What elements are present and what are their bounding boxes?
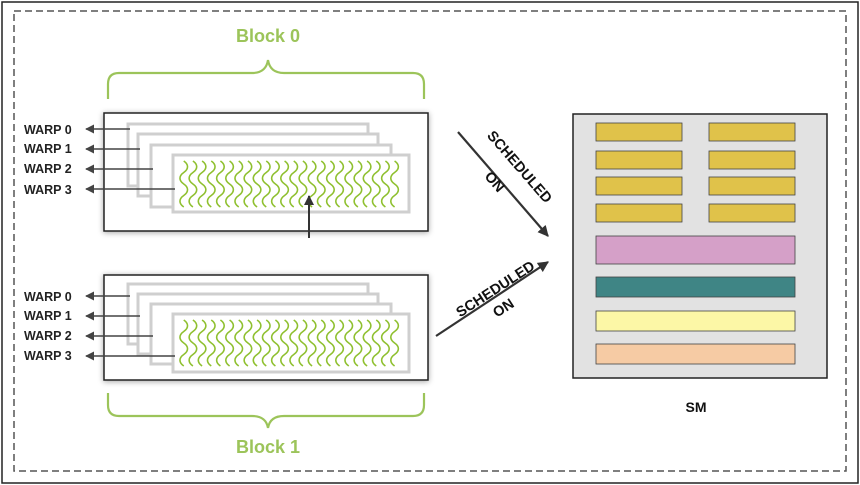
core-unit xyxy=(595,122,683,142)
warp-label: WARP 3 xyxy=(24,183,72,197)
block-1-label: Block 1 xyxy=(236,437,300,457)
thread-wave xyxy=(261,160,271,208)
scheduled-arrow-top: SCHEDULED ON xyxy=(457,128,555,237)
thread-wave xyxy=(298,160,308,208)
thread-wave xyxy=(344,160,354,208)
block-0-label: Block 0 xyxy=(236,26,300,46)
thread-wave xyxy=(225,160,235,208)
core-unit xyxy=(595,176,683,196)
thread-wave xyxy=(353,160,363,208)
warp-label: WARP 3 xyxy=(24,349,72,363)
sm-unit xyxy=(572,113,828,379)
warp-label: WARP 2 xyxy=(24,329,72,343)
thread-wave xyxy=(197,319,207,367)
thread-wave xyxy=(390,319,400,367)
core-unit xyxy=(595,150,683,170)
thread-wave xyxy=(179,160,189,208)
thread-wave xyxy=(179,319,189,367)
thread-wave xyxy=(390,160,400,208)
thread-wave xyxy=(362,160,372,208)
peach-unit xyxy=(595,343,796,365)
thread-wave xyxy=(335,319,345,367)
thread-wave xyxy=(371,319,381,367)
warp-label: WARP 1 xyxy=(24,309,72,323)
thread-wave xyxy=(380,160,390,208)
thread-wave xyxy=(316,319,326,367)
warp-label: WARP 1 xyxy=(24,142,72,156)
thread-wave xyxy=(325,160,335,208)
sm-label: SM xyxy=(686,399,707,415)
core-unit xyxy=(708,122,796,142)
thread-wave xyxy=(280,319,290,367)
core-unit xyxy=(595,203,683,223)
thread-wave xyxy=(280,160,290,208)
thread-wave xyxy=(289,319,299,367)
thread-wave xyxy=(243,319,253,367)
thread-wave xyxy=(234,319,244,367)
thread-wave xyxy=(252,160,262,208)
scheduled-text: SCHEDULED xyxy=(483,128,554,207)
thread-wave xyxy=(206,160,216,208)
thread-wave xyxy=(206,319,216,367)
thread-wave xyxy=(215,319,225,367)
pink-unit xyxy=(595,235,796,265)
warp-label: WARP 0 xyxy=(24,290,72,304)
thread-wave xyxy=(307,319,317,367)
on-text: ON xyxy=(481,169,507,196)
thread-wave xyxy=(188,319,198,367)
dashed-border xyxy=(13,10,847,472)
block-0-warp-labels: WARP 0 WARP 1 WARP 2 WARP 3 xyxy=(24,123,175,197)
core-unit xyxy=(708,176,796,196)
block-0-container xyxy=(103,112,429,232)
warp-label: WARP 0 xyxy=(24,123,72,137)
thread-wave xyxy=(353,319,363,367)
thread-wave xyxy=(298,319,308,367)
block-0-brace xyxy=(106,59,426,99)
warp-label: WARP 2 xyxy=(24,162,72,176)
thread-wave xyxy=(371,160,381,208)
core-unit xyxy=(708,150,796,170)
teal-unit xyxy=(595,276,796,298)
block-1-brace xyxy=(106,393,426,429)
scheduled-arrow-bottom: SCHEDULED ON xyxy=(435,258,549,337)
thread-wave xyxy=(197,160,207,208)
thread-wave xyxy=(215,160,225,208)
thread-wave xyxy=(270,319,280,367)
block-1-warp-labels: WARP 0 WARP 1 WARP 2 WARP 3 xyxy=(24,290,175,363)
thread-wave xyxy=(261,319,271,367)
thread-wave xyxy=(362,319,372,367)
block-1-container xyxy=(103,274,429,381)
thread-wave xyxy=(335,160,345,208)
thread-wave xyxy=(325,319,335,367)
thread-wave xyxy=(289,160,299,208)
yellow-unit xyxy=(595,310,796,332)
thread-wave xyxy=(316,160,326,208)
core-grid xyxy=(595,122,796,223)
thread-wave xyxy=(344,319,354,367)
thread-wave xyxy=(243,160,253,208)
thread-wave xyxy=(380,319,390,367)
thread-wave xyxy=(234,160,244,208)
thread-waves xyxy=(179,319,400,367)
thread-wave xyxy=(225,319,235,367)
core-unit xyxy=(708,203,796,223)
thread-wave xyxy=(188,160,198,208)
thread-wave xyxy=(252,319,262,367)
thread-wave xyxy=(270,160,280,208)
